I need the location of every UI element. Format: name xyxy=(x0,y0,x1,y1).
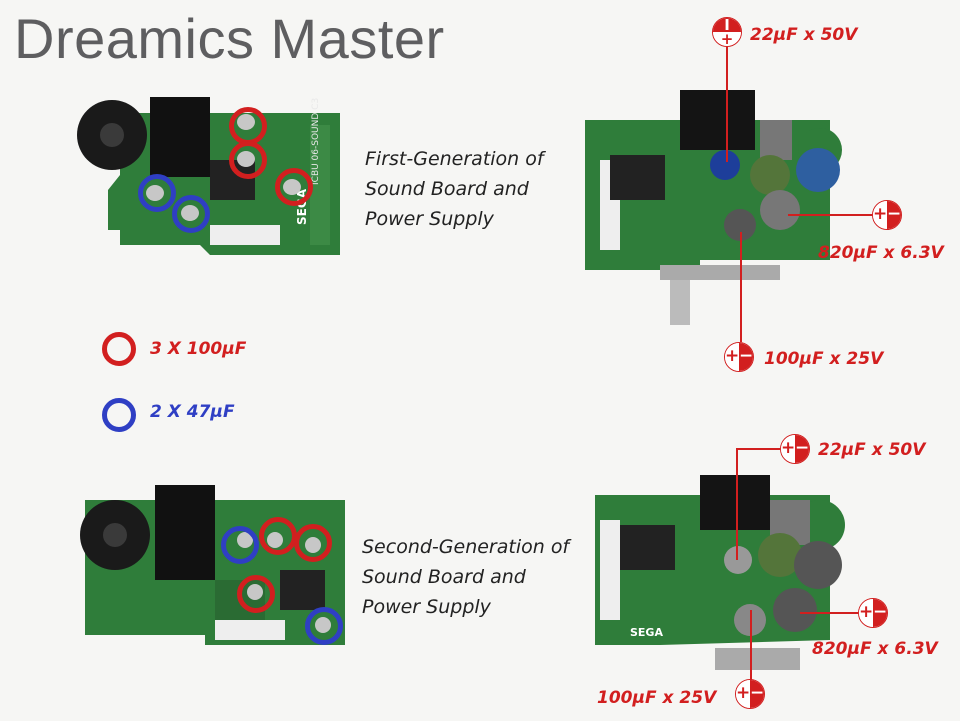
gen2-top-pointer-h xyxy=(736,448,780,450)
gen2-power-supply-photo: SEGA xyxy=(590,470,855,680)
caption-line: Power Supply xyxy=(365,208,494,230)
legend-blue-label: 2 X 47µF xyxy=(150,402,235,422)
plus-half: + xyxy=(725,343,739,371)
gen1-blue-ring-2 xyxy=(172,195,210,233)
gen1-blue-ring-1 xyxy=(138,174,176,212)
gen1-top-cap-label: 22µF x 50V xyxy=(750,25,858,45)
caption-line: Sound Board and xyxy=(365,178,529,200)
caption-line: Second-Generation of xyxy=(362,536,570,558)
legend-red-label: 3 X 100µF xyxy=(150,339,247,359)
minus-half: − xyxy=(739,343,753,371)
plus-half: + xyxy=(736,680,750,708)
gen2-bottom-cap-label: 100µF x 25V xyxy=(597,688,717,708)
gen2-red-ring-3 xyxy=(237,575,275,613)
gen1-red-ring-1 xyxy=(229,107,267,145)
gen1-sound-board-photo: ICBU 06-SOUND C3 SEGA xyxy=(70,85,350,260)
caption-line: Sound Board and xyxy=(362,566,526,588)
gen2-caption: Second-Generation of Sound Board and Pow… xyxy=(362,532,569,622)
minus-half: − xyxy=(887,201,901,229)
gen1-right-cap-label: 820µF x 6.3V xyxy=(818,243,944,263)
gen1-bottom-pointer xyxy=(740,232,742,342)
gen2-blue-ring-1 xyxy=(221,526,259,564)
gen2-right-pointer xyxy=(800,612,858,614)
gen2-blue-ring-2 xyxy=(305,607,343,645)
gen2-top-cap-label: 22µF x 50V xyxy=(818,440,926,460)
plus-half: + xyxy=(781,435,795,463)
capacitor-polarity-icon: + − xyxy=(858,598,888,628)
gen2-red-ring-2 xyxy=(294,524,332,562)
gen1-bottom-cap-label: 100µF x 25V xyxy=(764,349,884,369)
gen2-bottom-pointer xyxy=(750,610,752,680)
capacitor-polarity-icon: + − xyxy=(735,679,765,709)
gen2-top-pointer-v xyxy=(736,448,738,560)
caption-line: First-Generation of xyxy=(365,148,544,170)
capacitor-polarity-icon: I + xyxy=(712,17,742,47)
gen1-red-ring-3 xyxy=(275,168,313,206)
minus-half: I xyxy=(713,18,741,33)
minus-half: − xyxy=(750,680,764,708)
capacitor-polarity-icon: + − xyxy=(780,434,810,464)
gen1-top-pointer xyxy=(726,47,728,162)
gen2-red-ring-1 xyxy=(259,517,297,555)
gen1-caption: First-Generation of Sound Board and Powe… xyxy=(365,144,544,234)
capacitor-polarity-icon: + − xyxy=(872,200,902,230)
plus-half: + xyxy=(873,201,887,229)
svg-text:SEGA: SEGA xyxy=(630,626,663,639)
svg-text:ICBU 06-SOUND C3: ICBU 06-SOUND C3 xyxy=(311,98,321,185)
minus-half: − xyxy=(873,599,887,627)
capacitor-polarity-icon: + − xyxy=(724,342,754,372)
gen1-power-supply-photo xyxy=(580,80,850,330)
gen1-red-ring-2 xyxy=(229,141,267,179)
gen1-right-pointer xyxy=(788,214,872,216)
minus-half: − xyxy=(795,435,809,463)
caption-line: Power Supply xyxy=(362,596,491,618)
page-title: Dreamics Master xyxy=(14,7,445,70)
plus-half: + xyxy=(713,32,741,46)
legend-red-ring-icon xyxy=(102,332,136,366)
gen2-right-cap-label: 820µF x 6.3V xyxy=(812,639,938,659)
plus-half: + xyxy=(859,599,873,627)
legend-blue-ring-icon xyxy=(102,398,136,432)
